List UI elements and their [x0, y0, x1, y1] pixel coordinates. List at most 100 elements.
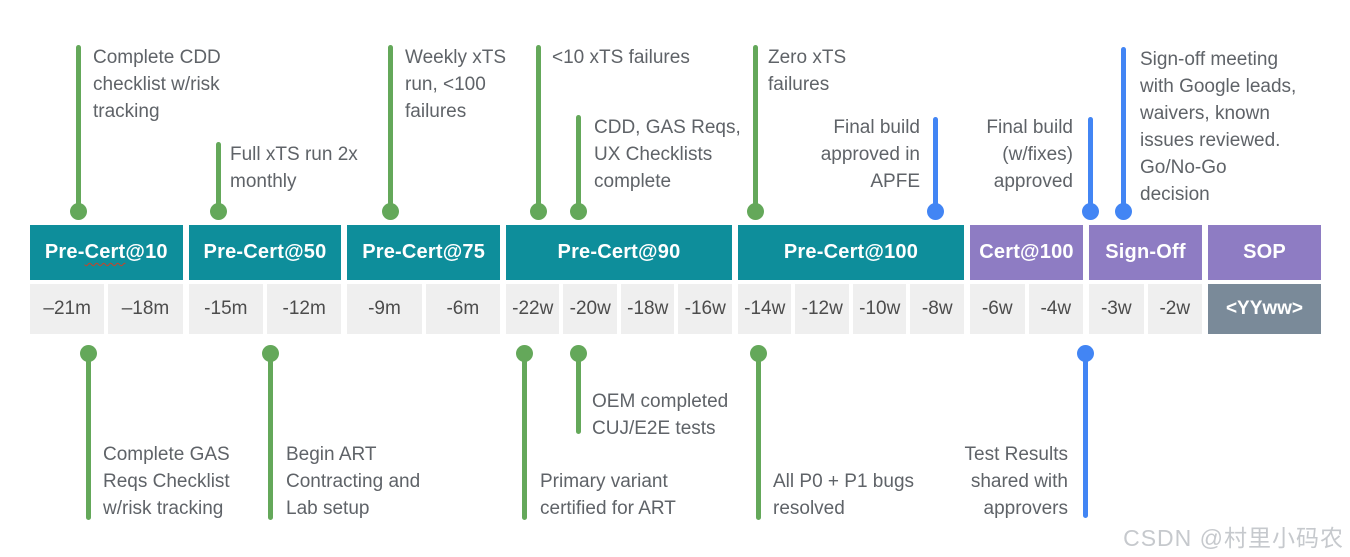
annotation-line: with Google leads,: [1140, 76, 1297, 97]
bottom-marker-4-dot: [569, 344, 587, 362]
top-marker-3-line: [387, 45, 393, 211]
time-cells: -22w-20w-18w-16w: [505, 284, 732, 334]
annotation-line: resolved: [773, 498, 845, 519]
annotation-line: Sign-off meeting: [1140, 49, 1279, 70]
annotation-line: approvers: [983, 498, 1069, 519]
phase-group-pre-cert-10: Pre-Cert@10–21m–18m: [30, 225, 183, 334]
annotation-line: certified for ART: [540, 498, 676, 519]
annotation-line: (w/fixes): [1002, 144, 1073, 165]
time-cell-18w: -18w: [620, 284, 675, 334]
time-cell-yyww: <YYww>: [1208, 284, 1321, 334]
phase-label-pre-cert-10: Pre-Cert@10: [30, 225, 183, 280]
phase-group-pre-cert-75: Pre-Cert@75-9m-6m: [347, 225, 500, 334]
top-marker-5-line: [575, 115, 581, 211]
phase-group-sop: SOP<YYww>: [1208, 225, 1321, 334]
top-marker-7-dot: [926, 202, 944, 220]
time-cell-2w: -2w: [1147, 284, 1202, 334]
top-marker-8-line: [1087, 117, 1093, 211]
time-cells: -6w-4w: [970, 284, 1083, 334]
phase-label-sign-off: Sign-Off: [1089, 225, 1202, 280]
time-cell-21m: –21m: [30, 284, 105, 334]
time-cell-3w: -3w: [1089, 284, 1144, 334]
annotation-line: tracking: [93, 101, 160, 122]
annotation-line: Zero xTS: [768, 47, 847, 68]
phase-group-sign-off: Sign-Off-3w-2w: [1089, 225, 1202, 334]
misspell-squiggle: Cert: [84, 241, 126, 263]
bottom-marker-4-line: [575, 353, 581, 434]
annotation-line: failures: [768, 74, 830, 95]
time-cells: -15m-12m: [188, 284, 342, 334]
time-cell-12m: -12m: [266, 284, 342, 334]
phase-label-pre-cert-50: Pre-Cert@50: [188, 225, 342, 280]
annotation-line: approved in: [820, 144, 920, 165]
annotation-line: Reqs Checklist: [103, 471, 230, 492]
top-marker-2-dot: [209, 202, 227, 220]
phase-label-pre-cert-90: Pre-Cert@90: [505, 225, 732, 280]
bottom-marker-1-dot: [79, 344, 97, 362]
phase-group-cert-100: Cert@100-6w-4w: [970, 225, 1083, 334]
annotation-line: waivers, known: [1140, 103, 1270, 124]
annotation-line: run, <100: [405, 74, 486, 95]
top-marker-5-dot: [569, 202, 587, 220]
annotation-line: complete: [594, 171, 672, 192]
annotation-line: CUJ/E2E tests: [592, 418, 716, 439]
top-marker-2-line: [215, 142, 221, 211]
top-marker-7-line: [932, 117, 938, 211]
annotation-line: Lab setup: [286, 498, 370, 519]
annotation-line: shared with: [970, 471, 1068, 492]
top-marker-8-dot: [1081, 202, 1099, 220]
annotation-line: checklist w/risk: [93, 74, 220, 95]
time-cell-16w: -16w: [678, 284, 732, 334]
top-marker-4-dot: [529, 202, 547, 220]
time-cell-6w: -6w: [970, 284, 1025, 334]
top-marker-9-dot: [1114, 202, 1132, 220]
top-marker-1-line: [75, 45, 81, 211]
bottom-marker-6-line: [1082, 353, 1088, 518]
top-marker-3-dot: [381, 202, 399, 220]
bottom-marker-3-line: [521, 353, 527, 520]
annotation-line: APFE: [870, 171, 920, 192]
phase-label-sop: SOP: [1208, 225, 1321, 280]
annotation-line: Contracting and: [286, 471, 421, 492]
phase-label-pre-cert-75: Pre-Cert@75: [347, 225, 500, 280]
time-cell-9m: -9m: [347, 284, 422, 334]
phase-group-pre-cert-100: Pre-Cert@100-14w-12w-10w-8w: [737, 225, 964, 334]
time-cell-15m: -15m: [188, 284, 263, 334]
time-cells: -3w-2w: [1089, 284, 1202, 334]
bottom-marker-5-dot: [749, 344, 767, 362]
bottom-marker-6-dot: [1076, 344, 1094, 362]
annotation-line: <10 xTS failures: [552, 47, 690, 68]
top-marker-9-line: [1120, 47, 1126, 211]
annotation-line: Complete GAS: [103, 444, 230, 465]
annotation-line: OEM completed: [592, 391, 729, 412]
time-cell-12w: -12w: [795, 284, 849, 334]
annotation-line: decision: [1140, 184, 1210, 205]
time-cells: <YYww>: [1208, 284, 1321, 334]
annotation-line: approved: [993, 171, 1073, 192]
time-cell-4w: -4w: [1028, 284, 1083, 334]
bottom-marker-1-line: [85, 353, 91, 520]
annotation-line: Full xTS run 2x: [230, 144, 358, 165]
bottom-marker-3-text: Primary variant certified for ART: [540, 468, 676, 522]
phase-group-pre-cert-90: Pre-Cert@90-22w-20w-18w-16w: [505, 225, 732, 334]
time-cell-14w: -14w: [737, 284, 792, 334]
annotation-line: Primary variant: [540, 471, 668, 492]
annotation-line: w/risk tracking: [103, 498, 224, 519]
annotation-line: CDD, GAS Reqs,: [594, 117, 741, 138]
phase-label-pre-cert-100: Pre-Cert@100: [737, 225, 964, 280]
annotation-line: failures: [405, 101, 467, 122]
bottom-marker-1-text: Complete GAS Reqs Checklist w/risk trackin…: [103, 441, 230, 522]
annotation-line: Go/No-Go: [1140, 157, 1227, 178]
top-marker-4-text: <10 xTS failures: [552, 44, 690, 71]
bottom-marker-2-line: [267, 353, 273, 520]
